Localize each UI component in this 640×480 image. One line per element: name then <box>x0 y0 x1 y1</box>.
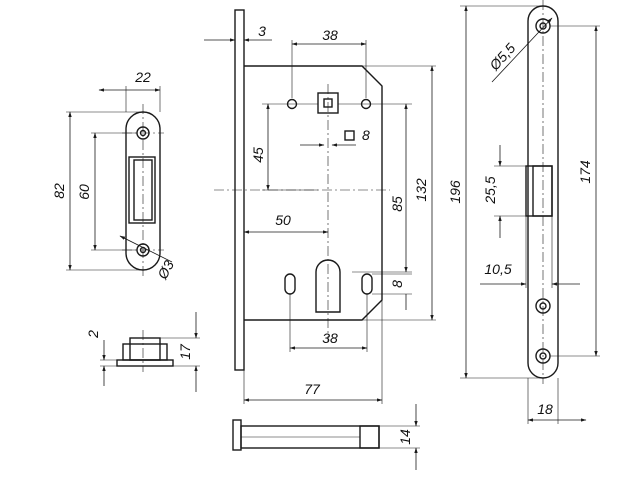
lock-bottom-view: 14 <box>232 404 420 470</box>
strike-side-view: 2 17 <box>85 312 200 392</box>
strike-plate-view: 22 82 60 Ø3 <box>51 69 177 283</box>
dim-screw-spacing: 174 <box>577 160 593 184</box>
dim-bottom-hole-spacing: 38 <box>322 330 338 346</box>
slot-hole-right <box>361 273 373 295</box>
strike-plate-slot-outer <box>128 156 156 224</box>
bottom-faceplate <box>232 419 242 451</box>
strike-side-base <box>116 359 174 367</box>
dim-spindle-offset: 45 <box>250 147 266 163</box>
dim-faceplate-thickness: 3 <box>258 23 266 39</box>
dim-faceplate-screw-diameter: Ø5,5 <box>486 40 519 74</box>
dim-case-thickness: 14 <box>397 429 413 445</box>
dim-backset: 50 <box>275 212 291 228</box>
lock-body-view: 3 38 45 8 50 85 132 8 <box>204 9 436 404</box>
dim-strike-plate-thickness: 2 <box>85 330 101 339</box>
dim-spindle-square: 8 <box>362 127 370 143</box>
dim-slot-height: 8 <box>389 280 405 288</box>
dim-strike-depth: 17 <box>177 343 193 360</box>
square-symbol-icon <box>344 130 355 141</box>
dim-strike-height: 82 <box>51 183 67 199</box>
dim-center-distance: 85 <box>389 196 405 212</box>
dim-case-depth: 77 <box>304 381 321 397</box>
dim-faceplate-width: 18 <box>537 401 553 417</box>
latch-window-outer <box>525 165 553 217</box>
cylinder-cutout <box>315 259 341 313</box>
dim-latch-window-height: 25,5 <box>482 176 498 204</box>
dim-top-hole-spacing: 38 <box>322 27 338 43</box>
latch-window <box>532 165 553 217</box>
dim-case-height: 132 <box>413 178 429 202</box>
dim-latch-window-width: 10,5 <box>484 261 511 277</box>
faceplate-front-view: 196 174 25,5 10,5 18 Ø5,5 <box>447 0 600 424</box>
lock-case-outline <box>244 65 383 321</box>
dim-strike-hole-spacing: 60 <box>76 184 92 200</box>
dim-faceplate-height: 196 <box>447 180 463 204</box>
slot-hole-left <box>284 273 296 295</box>
dim-strike-width: 22 <box>134 69 151 85</box>
